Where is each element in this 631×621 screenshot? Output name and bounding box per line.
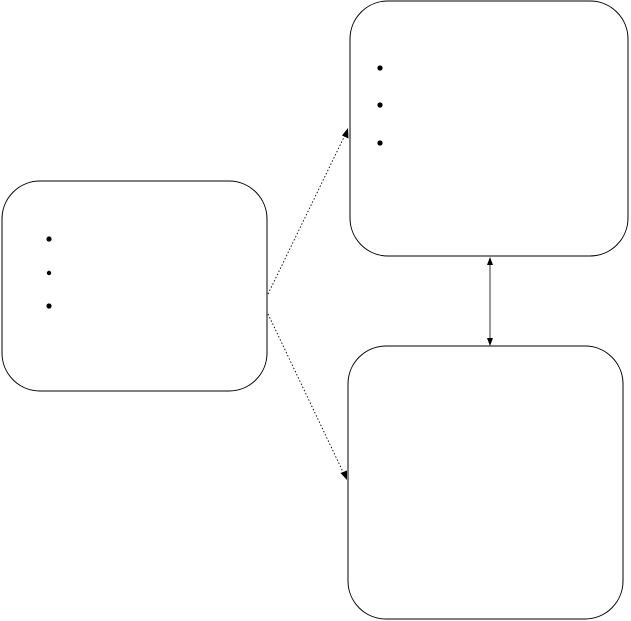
top-right-box[interactable] xyxy=(349,0,629,257)
left-box-bullets xyxy=(46,236,52,309)
top-right-box-bullets xyxy=(377,65,383,146)
connector-left-to-bottom-right xyxy=(267,313,347,480)
arrowhead-up-icon xyxy=(487,257,493,265)
top-right-box-frame xyxy=(349,0,629,257)
left-box-bullet xyxy=(46,270,52,276)
left-box-frame xyxy=(1,180,268,392)
connector-top-right-to-bottom-right xyxy=(487,257,493,346)
top-right-box-bullet xyxy=(377,140,383,146)
top-right-box-bullet xyxy=(377,65,383,71)
arrowhead-up-right-icon xyxy=(342,128,349,139)
connector-left-to-bottom-right-line xyxy=(267,313,345,475)
left-box[interactable] xyxy=(1,180,268,392)
top-right-box-bullet xyxy=(377,102,383,108)
bottom-right-box-frame xyxy=(347,345,624,620)
connector-left-to-top-right-line xyxy=(267,132,347,295)
connector-left-to-top-right xyxy=(267,128,349,295)
left-box-bullet xyxy=(46,236,52,242)
arrowhead-down-right-icon xyxy=(340,470,347,480)
bottom-right-box[interactable] xyxy=(347,345,624,620)
left-box-bullet xyxy=(46,303,52,309)
arrowhead-down-icon xyxy=(487,338,493,346)
